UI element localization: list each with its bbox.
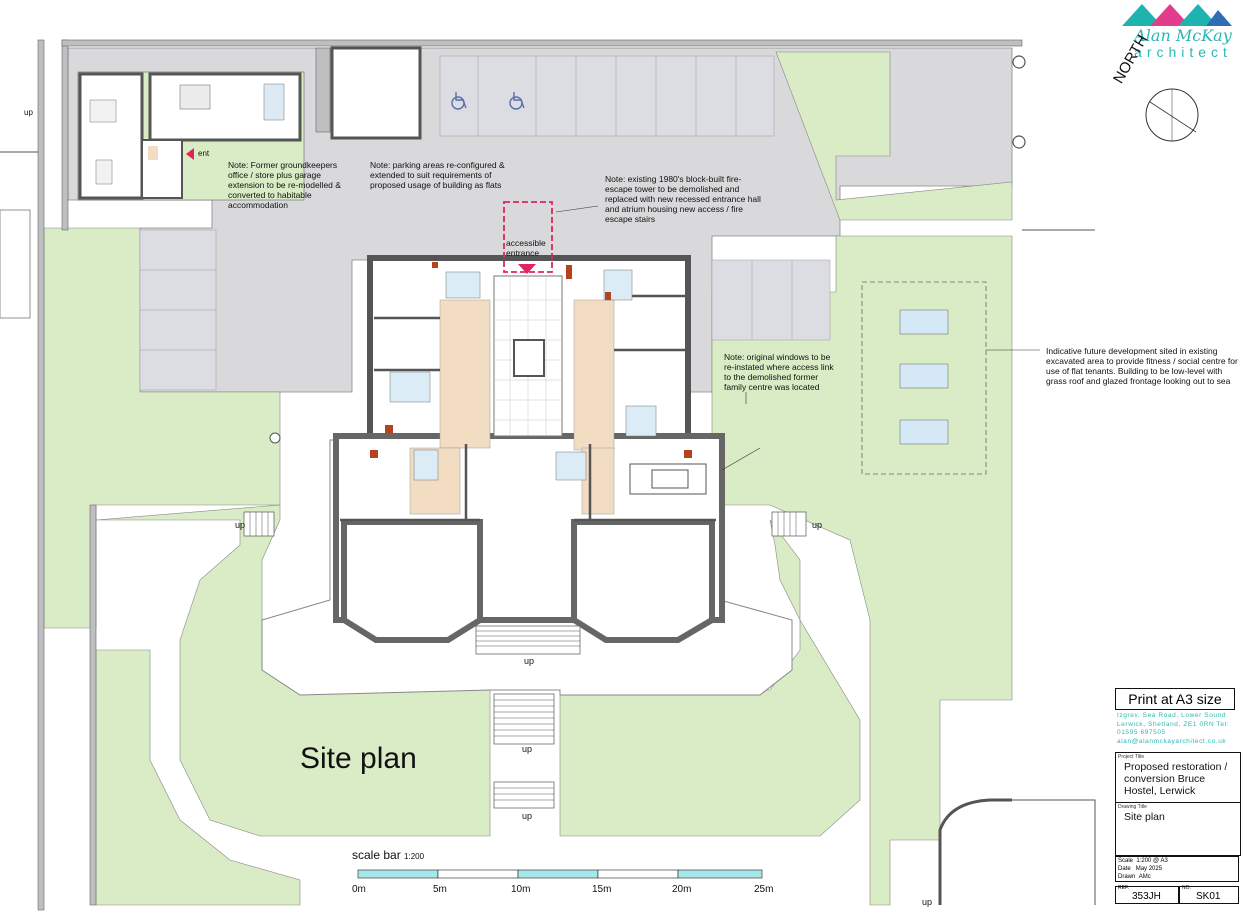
accessible-entrance-label: accessible entrance (506, 238, 546, 258)
up-label: up (812, 520, 823, 530)
accessible-entrance-outline (503, 201, 553, 273)
up-label: up (522, 744, 533, 754)
note-windows: Note: original windows to be re-instated… (724, 352, 834, 392)
up-label: up (524, 656, 535, 666)
grass-south-west-2 (95, 649, 301, 906)
up-label: up (522, 811, 533, 821)
ent-arrow-icon (186, 148, 194, 160)
note-fire-escape: Note: existing 1980's block-built fire-e… (605, 174, 761, 224)
scale-tick: 25m (754, 884, 774, 895)
up-label: up (922, 897, 933, 907)
ref-box: REF: 353JH (1115, 885, 1179, 904)
steps (243, 511, 807, 809)
ref-value: 353JH (1132, 891, 1161, 902)
note-parking: Note: parking areas re-configured & exte… (370, 160, 505, 190)
scale-bar (357, 869, 763, 879)
architect-logo: Alan McKay architect (1118, 0, 1248, 68)
scale-tick: 15m (592, 884, 612, 895)
scale-tick: 0m (352, 884, 366, 895)
note-groundkeepers: Note: Former groundkeepers office / stor… (228, 160, 341, 210)
up-label: up (24, 108, 33, 117)
no-box: NO: SK01 (1179, 885, 1239, 904)
grass-south-west (95, 504, 491, 837)
project-title: Proposed restoration / conversion Bruce … (1124, 761, 1228, 797)
drawing-title: Site plan (1124, 811, 1165, 823)
drawing-meta: Scale 1:200 @ A3 Date May 2025 Drawn AMc (1115, 856, 1239, 882)
scale-bar-title: scale bar 1:200 (352, 848, 425, 862)
site-plan-title: Site plan (300, 742, 417, 775)
project-title-box: Project Title Proposed restoration / con… (1115, 752, 1241, 804)
ent-label: ent (198, 149, 210, 158)
accessible-parking-icon (451, 92, 525, 110)
logo-subtitle: architect (1134, 44, 1232, 60)
no-value: SK01 (1196, 891, 1221, 902)
up-label: up (235, 520, 246, 530)
address: Izgrev, Sea Road, Lower Sound Lerwick, S… (1117, 712, 1230, 745)
rooflight (899, 309, 949, 335)
groundkeepers-building (77, 71, 305, 201)
rooflight (899, 363, 949, 389)
scale-tick: 5m (433, 884, 447, 895)
logo-mark-icon (1122, 4, 1232, 26)
scale-tick: 10m (511, 884, 531, 895)
title-block: Print at A3 size Izgrev, Sea Road, Lower… (1115, 688, 1241, 910)
future-development-outline (861, 281, 987, 475)
grass-south-east (559, 519, 861, 837)
scale-tick: 20m (672, 884, 692, 895)
north-arrow-icon (1145, 88, 1199, 142)
project-caption: Project Title (1118, 754, 1145, 760)
logo-name: Alan McKay (1134, 26, 1232, 45)
rooflight (899, 419, 949, 445)
drawing-caption: Drawing Title (1118, 804, 1147, 810)
entrance-arrow-icon (518, 264, 536, 274)
drawing-title-box: Drawing Title Site plan (1115, 802, 1241, 856)
note-future-development: Indicative future development sited in e… (1046, 346, 1238, 386)
print-note: Print at A3 size (1115, 688, 1235, 710)
grass-north-east (775, 51, 1013, 221)
main-house (333, 255, 725, 643)
